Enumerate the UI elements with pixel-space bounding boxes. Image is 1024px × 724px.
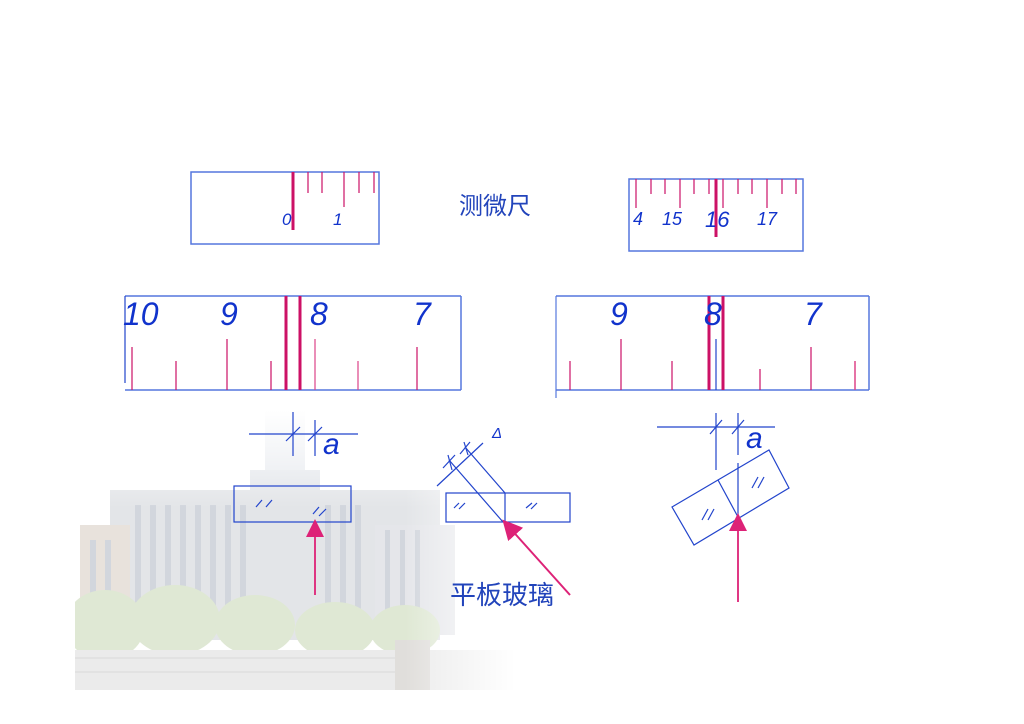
diagram-left (233, 412, 358, 523)
micrometer-left-scale (190, 171, 380, 245)
micrometer-left-label-0: 0 (282, 210, 292, 229)
main-scale-right (555, 295, 870, 398)
scale-left-label-7: 7 (413, 296, 431, 332)
dimension-label-a-right: a (746, 422, 763, 455)
scale-left-label-9: 9 (220, 296, 238, 332)
scale-right-label-7: 7 (804, 296, 822, 332)
scale-right-label-9: 9 (610, 296, 628, 332)
micrometer-right-label-16: 16 (705, 207, 730, 232)
micrometer-right-label-14: 4 (633, 209, 644, 229)
micrometer-right-scale (628, 178, 804, 252)
diagram-middle (436, 441, 571, 523)
incident-ray-middle (502, 519, 571, 596)
main-scale-left (124, 295, 462, 391)
diagram-right (657, 413, 790, 546)
scale-right-label-8: 8 (704, 296, 722, 332)
dimension-label-a-left: a (323, 428, 340, 461)
scale-left-label-10: 10 (123, 296, 159, 332)
flat-glass-label: 平板玻璃 (450, 581, 555, 611)
micrometer-right-label-15: 15 (662, 209, 683, 229)
dimension-label-delta: Δ (492, 425, 503, 442)
scale-left-label-8: 8 (310, 296, 328, 332)
background-building-photo (75, 410, 515, 690)
micrometer-right-label-17: 17 (757, 209, 778, 229)
micrometer-left-label-1: 1 (333, 210, 343, 229)
micrometer-title: 测微尺 (459, 192, 531, 220)
